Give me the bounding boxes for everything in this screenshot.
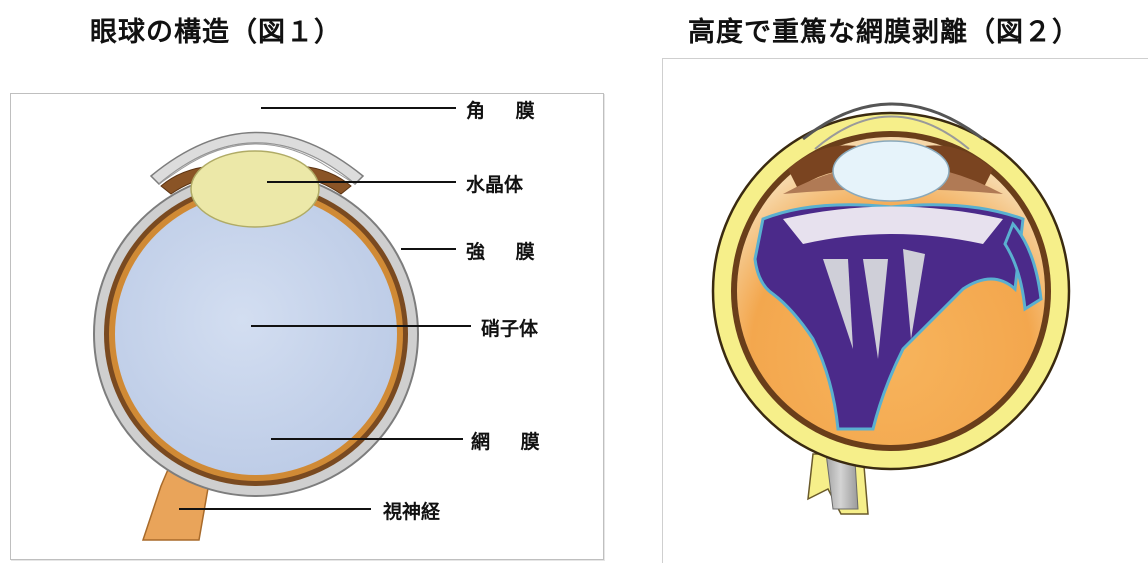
label-sclera: 強 膜	[466, 237, 547, 264]
figure2-title: 高度で重篤な網膜剥離（図２）	[688, 10, 1080, 49]
eye-structure-panel: 角 膜 水晶体 強 膜 硝子体 網 膜 視神経	[10, 93, 604, 560]
retinal-detachment-diagram	[663, 59, 1148, 563]
label-lens: 水晶体	[466, 170, 523, 197]
label-cornea: 角 膜	[466, 96, 547, 123]
vitreous-body-shape	[115, 193, 397, 475]
label-vitreous: 硝子体	[481, 314, 538, 341]
lens-shape-fig2	[833, 141, 949, 201]
figure1-title: 眼球の構造（図１）	[90, 10, 342, 49]
lens-shape	[191, 151, 319, 227]
retinal-detachment-panel	[662, 58, 1148, 563]
label-optic-nerve: 視神経	[383, 497, 440, 524]
label-retina: 網 膜	[471, 427, 552, 454]
